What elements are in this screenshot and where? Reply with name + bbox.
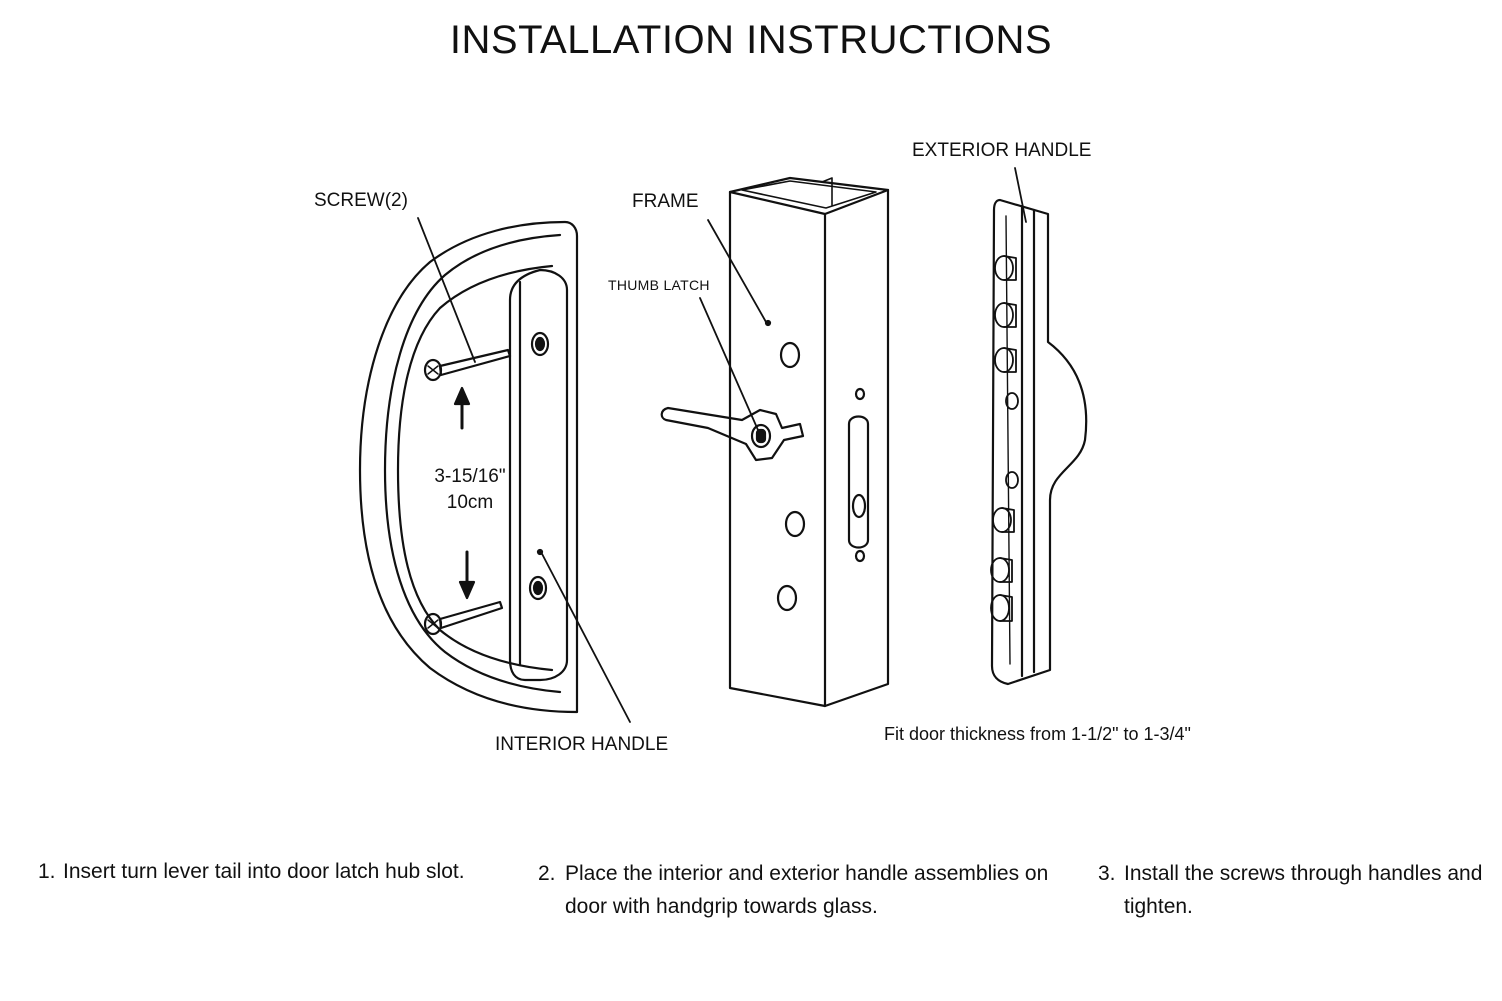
step-number: 1. xyxy=(38,860,56,883)
step-number: 2. xyxy=(538,862,556,885)
step-1: 1. Insert turn lever tail into door latc… xyxy=(38,856,508,889)
dimension-metric: 10cm xyxy=(446,491,494,513)
step-text: Insert turn lever tail into door latch h… xyxy=(63,860,465,883)
frame-label: FRAME xyxy=(632,191,699,212)
screw-bottom xyxy=(423,600,504,636)
interior-handle-leader-line xyxy=(539,549,631,723)
step-2: 2. Place the interior and exterior handl… xyxy=(538,858,1068,923)
exterior-handle-label: EXTERIOR HANDLE xyxy=(912,140,1092,161)
dimension-arrow-down xyxy=(458,550,476,600)
step-3: 3. Install the screws through handles an… xyxy=(1098,858,1483,923)
exterior-handle-leader-line xyxy=(1014,167,1027,223)
door-thickness-note: Fit door thickness from 1-1/2" to 1-3/4" xyxy=(884,724,1191,744)
thumb-latch-leader-line xyxy=(699,297,759,431)
frame-leader-line xyxy=(707,219,767,323)
thumb-latch-drawing xyxy=(660,406,805,462)
exterior-handle-drawing xyxy=(990,198,1088,686)
dimension-label: 3-15/16" 10cm xyxy=(410,464,530,515)
dimension-imperial: 3-15/16" xyxy=(434,466,506,487)
page-title: INSTALLATION INSTRUCTIONS xyxy=(449,18,1053,62)
interior-handle-label: INTERIOR HANDLE xyxy=(495,734,669,755)
frame-drawing xyxy=(728,176,890,708)
screw-top xyxy=(423,348,512,382)
thumb-latch-label: THUMB LATCH xyxy=(608,277,710,293)
interior-handle-drawing xyxy=(358,220,579,714)
screw-leader-line xyxy=(417,217,476,363)
screw-label: SCREW(2) xyxy=(314,190,408,211)
dimension-arrow-up xyxy=(453,386,471,430)
step-text: Place the interior and exterior handle a… xyxy=(565,862,1049,918)
step-text: Install the screws through handles and t… xyxy=(1124,862,1483,918)
step-number: 3. xyxy=(1098,862,1116,885)
